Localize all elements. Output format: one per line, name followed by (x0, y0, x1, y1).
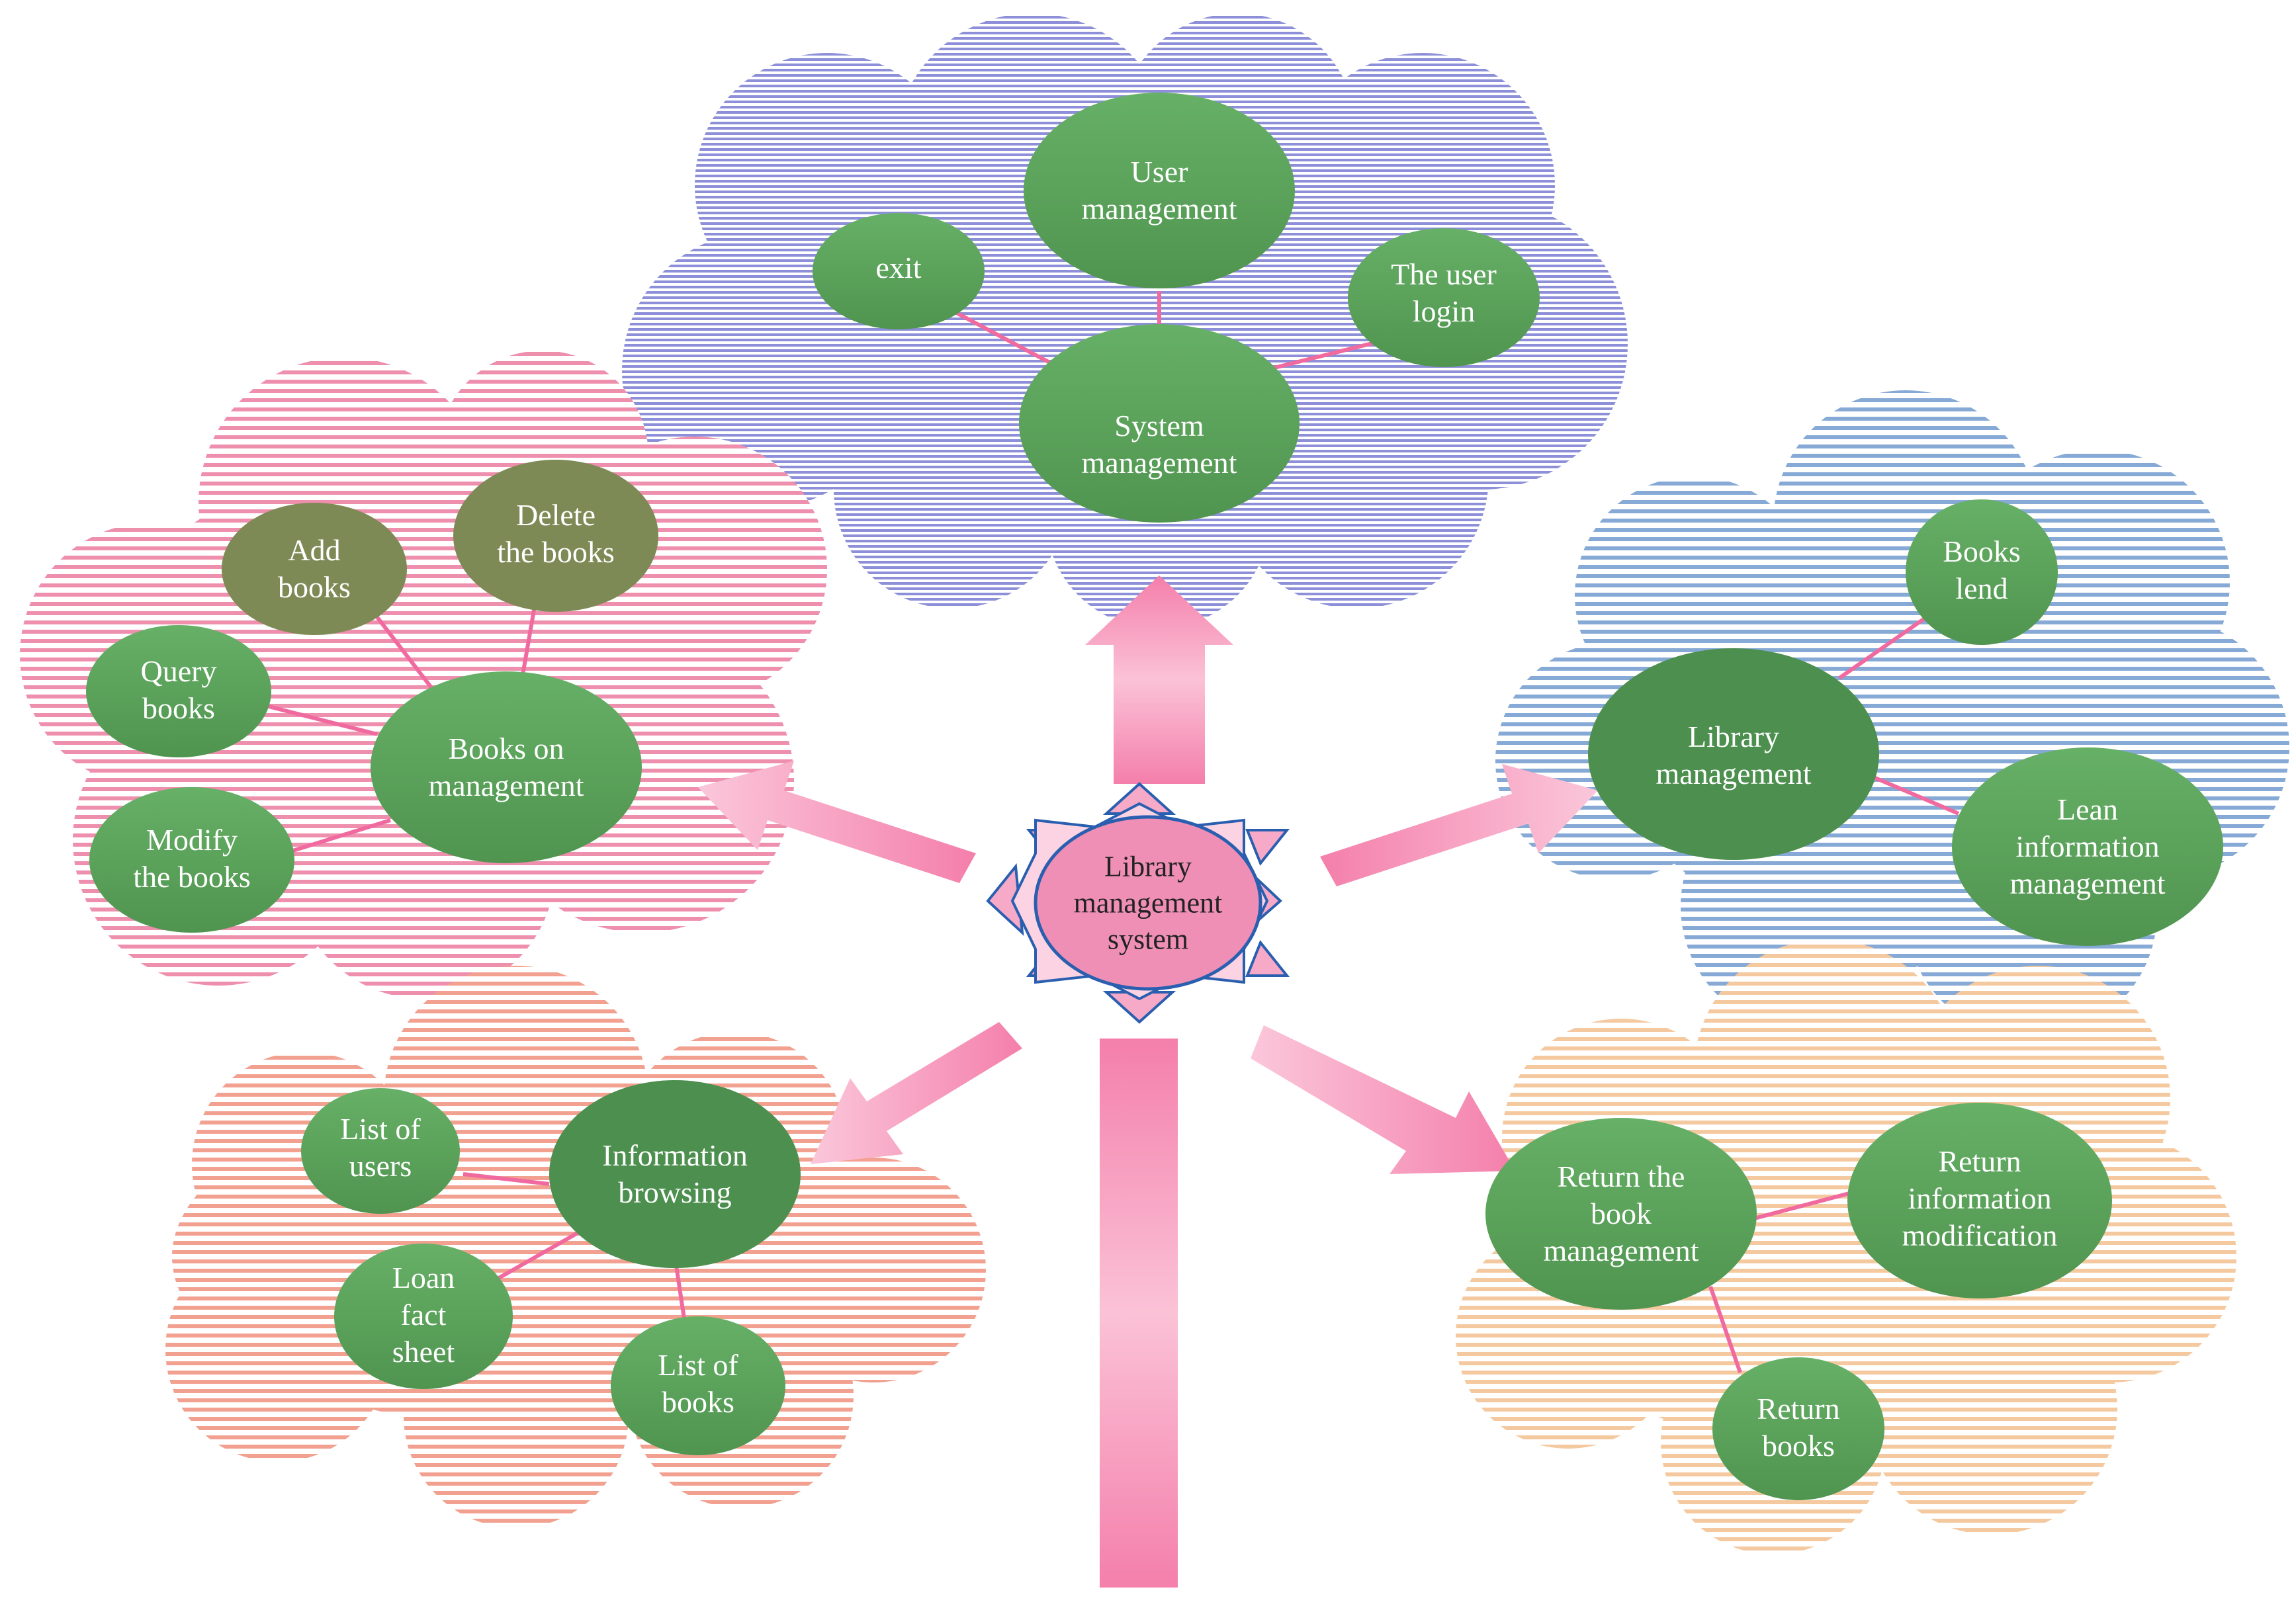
connector-line (1708, 1286, 1742, 1373)
node-delete-books[interactable] (453, 460, 658, 612)
node-library-management[interactable] (1588, 648, 1879, 860)
node-list-of-books[interactable] (611, 1316, 785, 1455)
node-add-books[interactable] (222, 503, 407, 635)
node-information-browsing[interactable] (549, 1080, 801, 1268)
node-loan-fact-sheet[interactable] (334, 1244, 513, 1389)
node-modify-books[interactable] (89, 787, 294, 933)
connector-line (1263, 339, 1384, 372)
node-lean-information-management[interactable] (1952, 747, 2223, 946)
cloud-info (165, 966, 986, 1528)
arrow-left (698, 761, 976, 883)
center-node[interactable] (1034, 815, 1262, 991)
connector-line (951, 309, 1053, 366)
connector-line (247, 699, 378, 736)
node-query-books[interactable] (86, 625, 271, 757)
node-list-of-users[interactable] (301, 1088, 460, 1214)
node-system-management[interactable] (1019, 324, 1300, 523)
connector-line (284, 818, 391, 855)
node-return-books[interactable] (1712, 1357, 1884, 1500)
arrow-down-left (811, 1022, 1022, 1164)
arrow-down-right (1251, 1025, 1515, 1174)
connector-line (369, 607, 439, 696)
connector-line (1865, 772, 1960, 816)
center-star (986, 782, 1290, 1024)
connector-line (488, 1228, 584, 1285)
arrow-up (1085, 575, 1233, 784)
node-user-login[interactable] (1348, 228, 1540, 367)
node-books-on-management[interactable] (371, 671, 642, 863)
connector-line (463, 1172, 550, 1186)
arrow-stem-down (1100, 1039, 1178, 1588)
node-user-management[interactable] (1024, 93, 1295, 288)
node-exit[interactable] (813, 213, 985, 329)
connector-line (1838, 607, 1940, 680)
connector-line (1746, 1189, 1860, 1222)
node-return-book-management[interactable] (1485, 1118, 1757, 1310)
node-books-lend[interactable] (1906, 499, 2058, 645)
connector-line (521, 598, 538, 675)
node-return-information-modification[interactable] (1847, 1103, 2112, 1298)
arrow-right (1320, 764, 1598, 886)
